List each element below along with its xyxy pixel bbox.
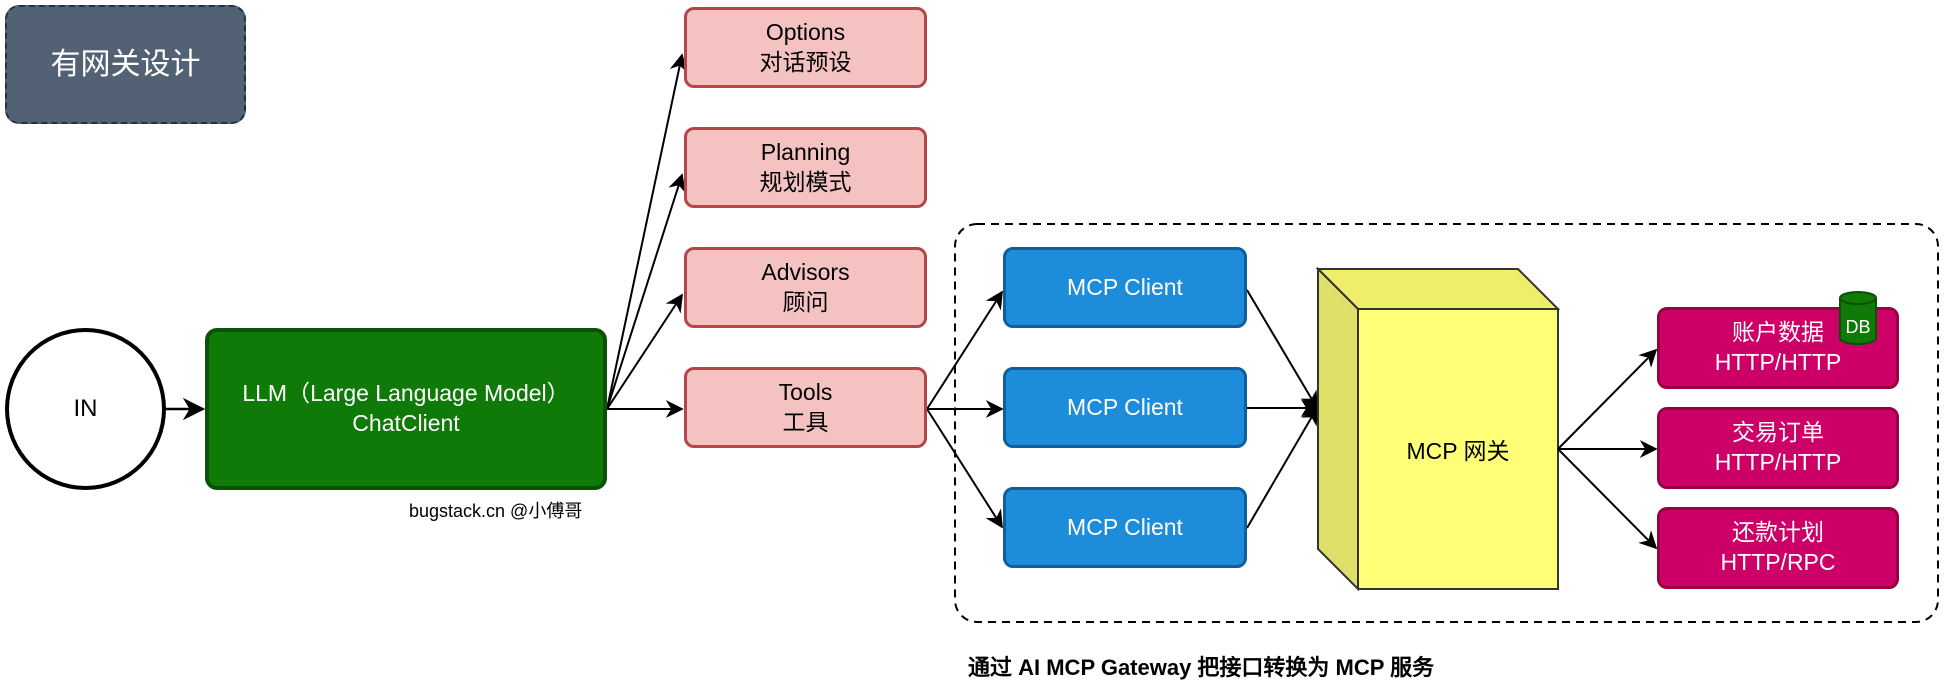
author-label: bugstack.cn @小傅哥 (409, 501, 583, 521)
arrow-llm-to-advisors (606, 293, 683, 410)
arrow-gateway-to-service-1 (1557, 348, 1658, 450)
input-node: IN (5, 328, 166, 490)
arrow-llm-to-planning (606, 173, 686, 410)
arrow-client-1-to-gateway (1246, 289, 1318, 410)
arrow-llm-to-options (606, 53, 688, 410)
planning-node: Planning 规划模式 (684, 127, 927, 208)
planning-line2: 规划模式 (759, 168, 852, 195)
service-line1: 账户数据 (1732, 319, 1824, 346)
mcp-client-node: MCP Client (1003, 247, 1247, 328)
gateway-label: MCP 网关 (1406, 438, 1510, 464)
mcp-client-label: MCP Client (1067, 513, 1183, 540)
database-cylinder-shape (1839, 291, 1877, 345)
tools-line1: Tools (778, 378, 833, 405)
input-node-label: IN (73, 395, 98, 423)
database-badge-label: DB (1845, 317, 1871, 337)
arrow-tools-to-client-3 (926, 408, 1003, 529)
options-line2: 对话预设 (759, 48, 852, 75)
llm-line2: ChatClient (352, 410, 460, 436)
service-trade-orders: 交易订单 HTTP/HTTP (1657, 407, 1899, 489)
service-line1: 交易订单 (1732, 419, 1824, 446)
tools-line2: 工具 (782, 408, 829, 435)
options-line1: Options (765, 18, 846, 45)
service-line2: HTTP/HTTP (1714, 449, 1842, 475)
mcp-client-label: MCP Client (1067, 393, 1183, 420)
gateway-container (954, 223, 1939, 623)
options-node: Options 对话预设 (684, 7, 927, 88)
database-icon: DB (1838, 290, 1878, 346)
advisors-node: Advisors 顾问 (684, 247, 927, 328)
gateway-cube (1315, 266, 1561, 592)
arrow-client-3-to-gateway (1246, 406, 1318, 529)
tools-node: Tools 工具 (684, 367, 927, 448)
advisors-line1: Advisors (761, 258, 850, 285)
service-line1: 还款计划 (1732, 519, 1824, 546)
mcp-client-label: MCP Client (1067, 273, 1183, 300)
service-line2: HTTP/HTTP (1714, 349, 1842, 375)
mcp-client-node: MCP Client (1003, 487, 1247, 568)
service-repayment-plan: 还款计划 HTTP/RPC (1657, 507, 1899, 589)
llm-line1: LLM（Large Language Model） (242, 380, 570, 407)
planning-line1: Planning (760, 138, 851, 165)
arrow-tools-to-client-1 (926, 290, 1003, 410)
gateway-caption: 通过 AI MCP Gateway 把接口转换为 MCP 服务 (968, 655, 1435, 680)
diagram-title: 有网关设计 (5, 5, 246, 124)
llm-chatclient-node: LLM（Large Language Model） ChatClient (205, 328, 607, 490)
advisors-line2: 顾问 (782, 288, 829, 315)
service-line2: HTTP/RPC (1720, 549, 1836, 575)
mcp-client-node: MCP Client (1003, 367, 1247, 448)
diagram-title-text: 有网关设计 (50, 48, 201, 81)
arrow-gateway-to-service-3 (1557, 448, 1658, 550)
